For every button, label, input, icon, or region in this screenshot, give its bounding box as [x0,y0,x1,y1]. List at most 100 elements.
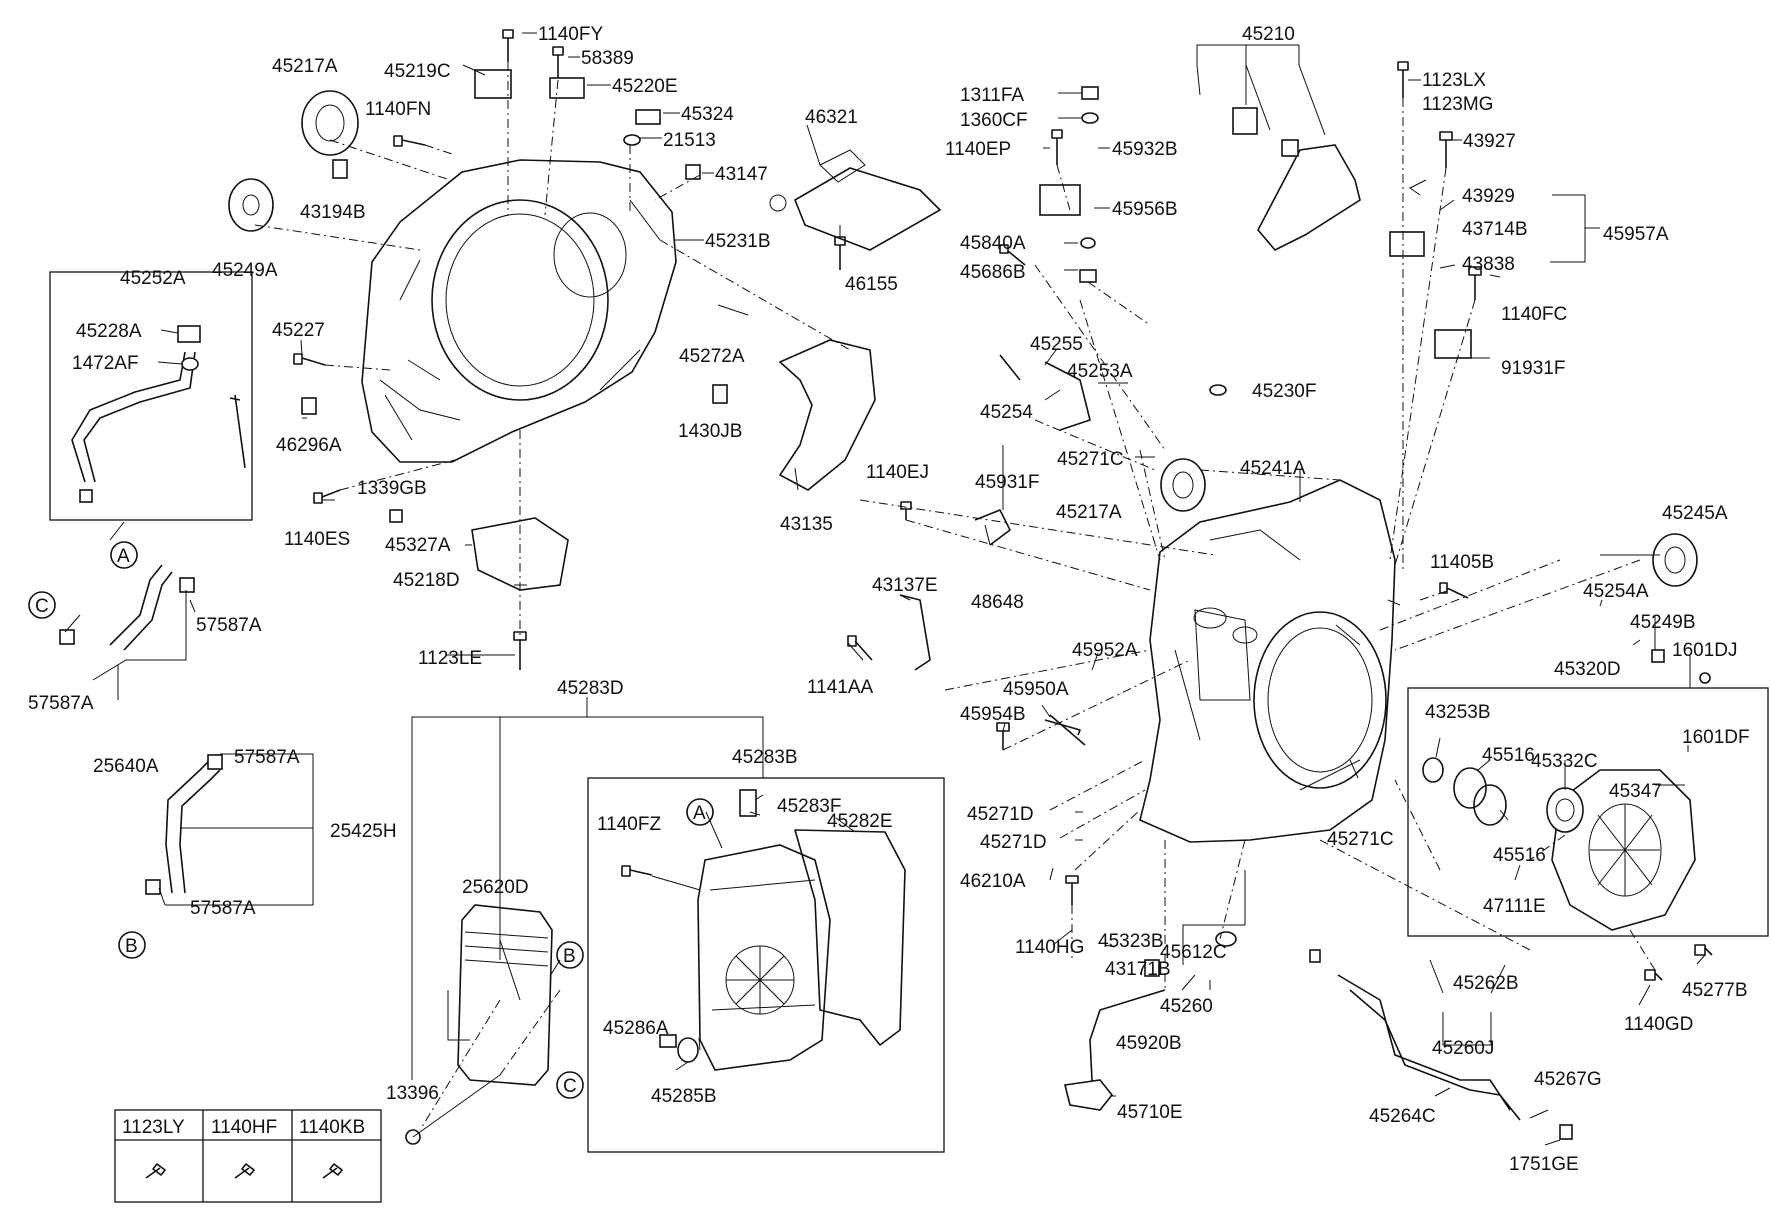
callout-46155: 46155 [845,274,898,295]
callout-1360cf: 1360CF [960,110,1028,131]
bolt-icon [1051,129,1063,165]
hose-clip [59,629,75,645]
callout-43135: 43135 [780,514,833,535]
callout-45264c: 45264C [1369,1106,1436,1127]
shift-bracket [1044,719,1081,736]
callout-1140fn: 1140FN [365,99,431,120]
callout-45931f: 45931F [975,472,1039,493]
oil-seal [1652,533,1698,587]
circle-ref-c: C [556,1071,584,1099]
oil-seal [301,90,359,156]
svg-text:B: B [563,946,576,967]
callout-45249b: 45249B [1630,612,1696,633]
converter-housing [361,159,677,463]
plug [1309,949,1321,963]
callout-45285b: 45285B [651,1086,717,1107]
bearing-race [1422,757,1444,783]
callout-21513: 21513 [663,130,716,151]
callout-43137e: 43137E [872,575,938,596]
mount-block [1232,107,1258,135]
callout-1123le: 1123LE [418,648,482,669]
callout-45230f: 45230F [1252,381,1316,402]
callout-labels: 1140FY 58389 45220E 45219C 45217A 1140FN… [28,24,1750,1175]
bracket [1039,184,1081,216]
washer [623,134,641,146]
dowel [712,384,728,404]
callout-45282e: 45282E [827,811,893,832]
svg-text:B: B [125,936,138,957]
breather-cap [177,325,201,343]
bolt-icon [393,135,426,147]
callout-43714b: 43714B [1462,219,1528,240]
mount-bushing [1281,139,1299,157]
callout-43147: 43147 [715,164,768,185]
rear-cover [1551,769,1696,931]
callout-45320d: 45320D [1554,659,1621,680]
plug [1081,86,1099,100]
bolt-icon [234,1163,255,1179]
bolt-icon [1468,266,1482,300]
gasket [899,594,931,671]
rear-cover-box-45320d [1407,687,1769,937]
oil-seal [1546,787,1584,833]
callout-45227: 45227 [272,320,325,341]
callout-46296a: 46296A [276,435,342,456]
bracket [474,69,512,99]
bolt-icon [313,489,341,504]
callout-45283f: 45283F [777,796,841,817]
callout-1140ej: 1140EJ [866,462,929,483]
bolt-icon [621,865,653,877]
breather-hose [83,351,196,483]
callout-45956b: 45956B [1112,199,1178,220]
callout-45217a: 45217A [272,56,338,77]
callout-25620d: 25620D [462,877,529,898]
oil-seal [228,178,274,232]
callout-45932b: 45932B [1112,139,1178,160]
solenoid [739,789,757,817]
svg-text:C: C [35,596,49,617]
oil-seal [1160,458,1206,512]
plug [685,164,701,180]
valve-body-box-45283b [587,777,945,1153]
cooler-hose [109,564,163,646]
callout-45283b: 45283B [732,747,798,768]
callout-43194b: 43194B [300,202,366,223]
bolt-icon [1644,969,1663,981]
bolt-icon [1397,61,1409,98]
callout-45710e: 45710E [1117,1102,1183,1123]
bracket [549,77,585,99]
bolt-icon [322,1163,343,1179]
callout-45954b: 45954B [960,704,1026,725]
callout-45245a: 45245A [1662,503,1728,524]
callout-45516: 45516 [1493,845,1546,866]
callout-46210a: 46210A [960,871,1026,892]
clamp [181,357,199,371]
callout-45217a: 45217A [1056,502,1122,523]
nut [405,1129,421,1145]
callout-43838: 43838 [1462,254,1515,275]
callout-1123lx: 1123LX [1422,70,1486,91]
callout-45323b: 45323B [1098,931,1164,952]
oil-filter [769,149,942,251]
mount-bracket [1257,144,1361,251]
callout-1140gd: 1140GD [1624,1014,1693,1035]
plate-45950a [1049,714,1086,746]
callout-11405b: 11405B [1430,552,1494,573]
callout-45957a: 45957A [1603,224,1669,245]
leader-lines [64,32,1706,1146]
callout-25425h: 25425H [330,821,397,842]
callout-45260: 45260 [1160,996,1213,1017]
callout-45271d: 45271D [967,804,1034,825]
callout-57587a: 57587A [190,898,256,919]
callout-47111e: 47111E [1483,896,1546,917]
hose-kit-box-45252a [49,271,253,521]
callout-1123mg: 1123MG [1422,94,1493,115]
callout-43171b: 43171B [1105,959,1171,980]
callout-57587a: 57587A [28,693,94,714]
callout-45255: 45255 [1030,334,1083,355]
bolt-icon [502,29,514,62]
manual-shaft [999,354,1021,381]
case-bracket [471,517,569,591]
dust-shield [778,339,876,491]
